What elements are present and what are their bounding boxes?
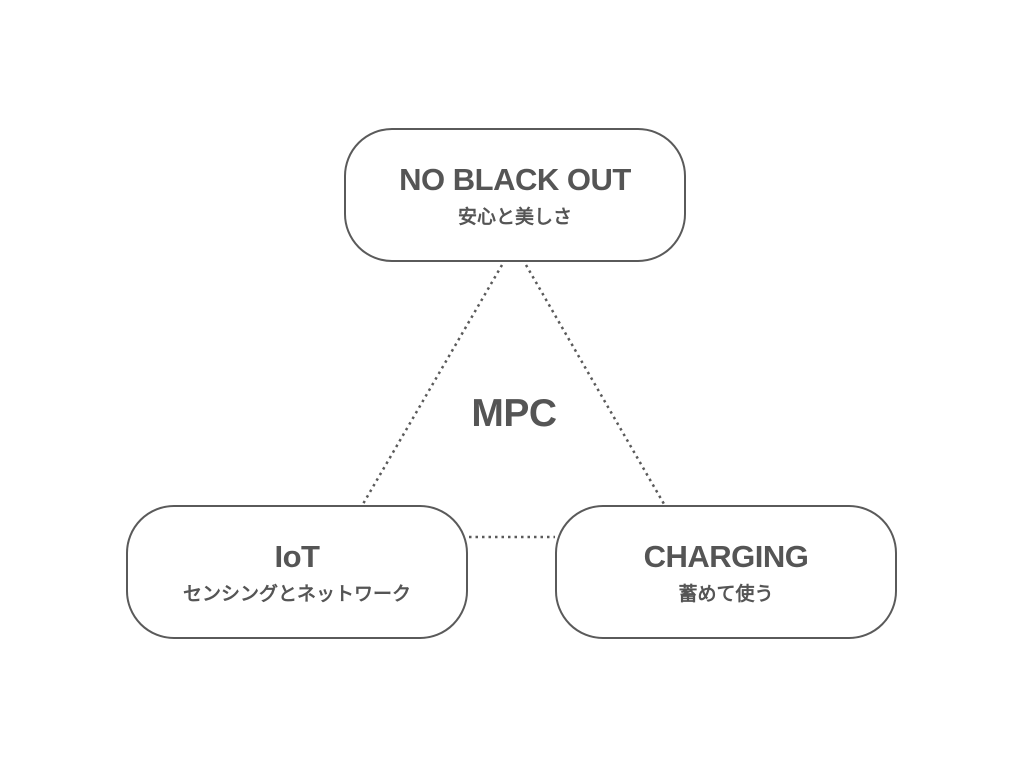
center-label: MPC [471, 392, 557, 435]
node-title: NO BLACK OUT [399, 161, 631, 197]
node-charging: CHARGING 蓄めて使う [555, 505, 897, 639]
node-title: CHARGING [643, 538, 809, 574]
node-no-black-out: NO BLACK OUT 安心と美しさ [344, 128, 686, 262]
node-subtitle: センシングとネットワーク [182, 582, 411, 605]
connector-top-left [361, 264, 504, 505]
node-iot: IoT センシングとネットワーク [126, 505, 468, 639]
node-title: IoT [274, 538, 321, 574]
node-subtitle: 蓄めて使う [678, 582, 774, 605]
connector-top-right [524, 264, 666, 505]
node-subtitle: 安心と美しさ [457, 205, 572, 228]
